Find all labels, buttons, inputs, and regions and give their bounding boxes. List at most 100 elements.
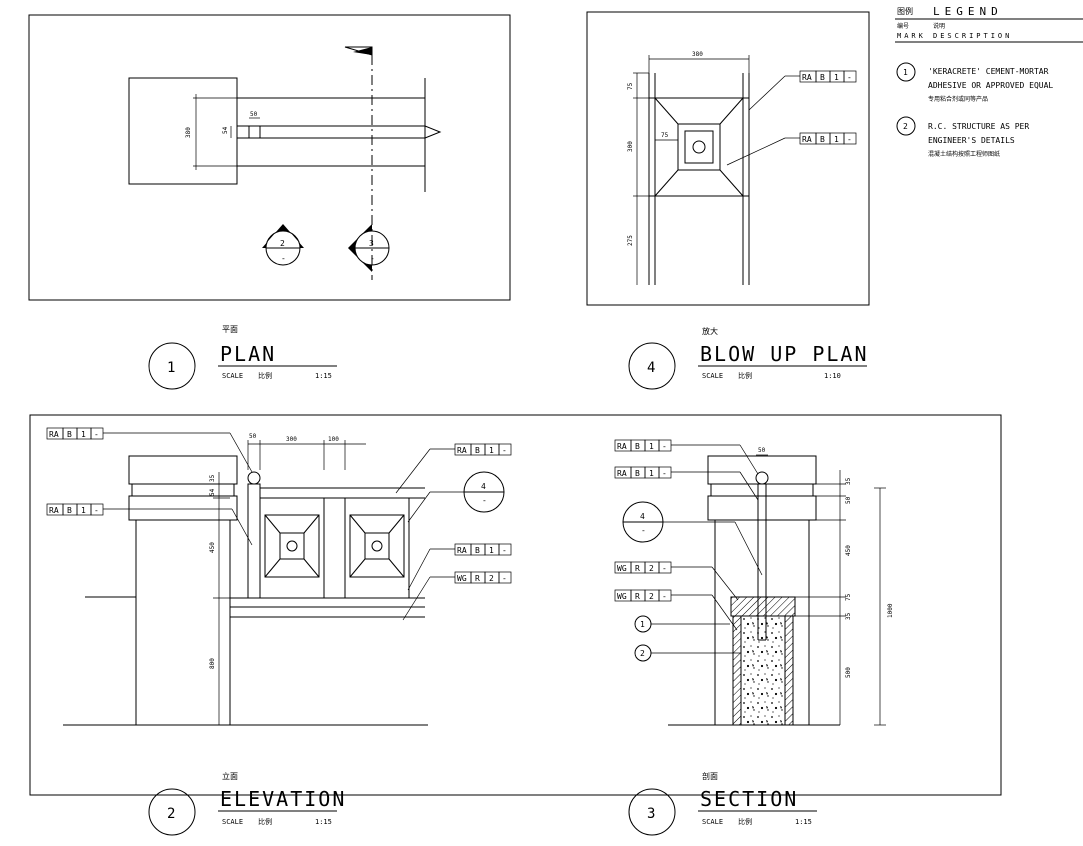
section-title-block: 3 剖面 SECTION SCALE 比例 1:15 (628, 771, 817, 836)
blowup-frame (586, 11, 870, 306)
svg-text:RA: RA (457, 446, 467, 455)
elevation-view: 50 300 100 35 54 450 800 RA B 1 - RA B 1… (46, 427, 512, 726)
svg-text:图例: 图例 (897, 6, 913, 16)
svg-text:-: - (370, 254, 375, 263)
svg-text:35: 35 (209, 474, 216, 482)
svg-text:B: B (475, 446, 480, 455)
svg-text:专用粘合剂或同等产品: 专用粘合剂或同等产品 (928, 95, 988, 103)
svg-text:B: B (820, 73, 825, 82)
elevation-panel-1 (259, 497, 325, 599)
svg-text:剖面: 剖面 (702, 771, 718, 781)
elevation-view-number: 2 (167, 806, 175, 822)
elevation-title-block: 2 立面 ELEVATION SCALE 比例 1:15 (148, 771, 346, 836)
elevation-tag-rail: RA B 1 - (407, 543, 512, 591)
svg-text:35: 35 (845, 612, 852, 620)
section-view: 50 35 50 450 75 35 500 1000 RA B 1 - RA … (614, 439, 894, 726)
svg-text:300: 300 (627, 141, 634, 152)
plan-title-block: 1 平面 PLAN SCALE 比例 1:15 (148, 325, 337, 390)
elevation-title: ELEVATION (220, 787, 346, 811)
svg-text:比例: 比例 (738, 371, 752, 380)
svg-text:4: 4 (481, 482, 486, 491)
svg-text:-: - (502, 446, 507, 455)
svg-text:450: 450 (845, 545, 852, 556)
section-post-cap (755, 471, 769, 485)
svg-text:1: 1 (640, 620, 645, 629)
svg-text:-: - (847, 73, 852, 82)
svg-text:2: 2 (280, 239, 285, 248)
svg-text:DESCRIPTION: DESCRIPTION (933, 32, 1012, 40)
svg-text:1: 1 (489, 546, 494, 555)
plan-dim-50: 50 (250, 111, 258, 118)
legend-title: LEGEND (933, 5, 1003, 18)
svg-text:WG: WG (617, 592, 627, 601)
svg-text:B: B (67, 506, 72, 515)
section-detail-callout: 4 - (622, 501, 763, 576)
elevation-tag-top-left: RA B 1 - (46, 427, 253, 473)
svg-text:50: 50 (845, 496, 852, 504)
svg-text:-: - (641, 526, 646, 535)
svg-text:MARK: MARK (897, 32, 926, 40)
section-tag-4: WG R 2 - (614, 589, 738, 631)
section-view-number: 3 (647, 806, 655, 822)
svg-text:-: - (502, 546, 507, 555)
svg-text:B: B (635, 469, 640, 478)
svg-text:500: 500 (845, 667, 852, 678)
plan-scale: 1:15 (315, 372, 332, 380)
elevation-tag-base: WG R 2 - (402, 571, 512, 621)
section-title: SECTION (700, 787, 798, 811)
svg-text:RA: RA (617, 442, 627, 451)
legend: 图例 LEGEND 编号 说明 MARK DESCRIPTION 1 'KERA… (895, 5, 1083, 158)
legend-item-1: 1 'KERACRETE' CEMENT-MORTAR ADHESIVE OR … (896, 62, 1053, 103)
plan-view: 380 50 54 2 - 3 - (28, 14, 511, 301)
plan-title-cn: 平面 (222, 325, 238, 334)
svg-text:WG: WG (457, 574, 467, 583)
svg-text:300: 300 (286, 436, 297, 443)
blowup-tag-2: RA B 1 - (726, 132, 857, 166)
svg-text:-: - (662, 469, 667, 478)
section-tag-2: RA B 1 - (614, 466, 759, 501)
svg-text:RA: RA (617, 469, 627, 478)
svg-text:RA: RA (49, 506, 59, 515)
lower-frame (29, 414, 1002, 796)
elevation-tag-top-right: RA B 1 - (395, 443, 512, 494)
svg-text:800: 800 (209, 658, 216, 669)
section-tag-1: RA B 1 - (614, 439, 759, 475)
section-note-1: 1 (634, 615, 730, 633)
blowup-view-number: 4 (647, 360, 655, 376)
svg-text:2: 2 (903, 122, 908, 131)
plan-pillar (128, 77, 238, 185)
svg-text:B: B (635, 442, 640, 451)
svg-text:75: 75 (845, 593, 852, 601)
section-tag-3: WG R 2 - (614, 561, 739, 601)
svg-text:-: - (662, 442, 667, 451)
svg-text:ENGINEER'S DETAILS: ENGINEER'S DETAILS (928, 136, 1015, 145)
elevation-pillar (135, 519, 231, 726)
plan-marker-2: 2 - (262, 224, 304, 266)
svg-text:SCALE: SCALE (702, 372, 723, 380)
svg-text:1: 1 (649, 469, 654, 478)
svg-text:ADHESIVE OR APPROVED EQUAL: ADHESIVE OR APPROVED EQUAL (928, 81, 1053, 90)
section-concrete-core (740, 615, 786, 726)
svg-text:R.C. STRUCTURE AS PER: R.C. STRUCTURE AS PER (928, 122, 1029, 131)
svg-text:R: R (635, 592, 640, 601)
svg-text:1: 1 (489, 446, 494, 455)
blowup-title-block: 4 放大 BLOW UP PLAN SCALE 比例 1:10 (628, 326, 867, 390)
svg-text:R: R (635, 564, 640, 573)
svg-text:B: B (820, 135, 825, 144)
elevation-post-cap (247, 471, 261, 485)
svg-text:50: 50 (249, 433, 257, 440)
svg-text:75: 75 (661, 132, 669, 139)
svg-text:75: 75 (627, 82, 634, 90)
svg-text:54: 54 (209, 488, 216, 496)
svg-text:-: - (482, 496, 487, 505)
svg-text:B: B (67, 430, 72, 439)
blowup-tag-1: RA B 1 - (748, 70, 857, 111)
svg-text:立面: 立面 (222, 771, 238, 781)
svg-text:-: - (662, 564, 667, 573)
svg-text:-: - (281, 254, 286, 263)
elevation-scale: 1:15 (315, 818, 332, 826)
svg-text:2: 2 (649, 592, 654, 601)
svg-text:RA: RA (802, 73, 812, 82)
svg-text:1: 1 (81, 506, 86, 515)
